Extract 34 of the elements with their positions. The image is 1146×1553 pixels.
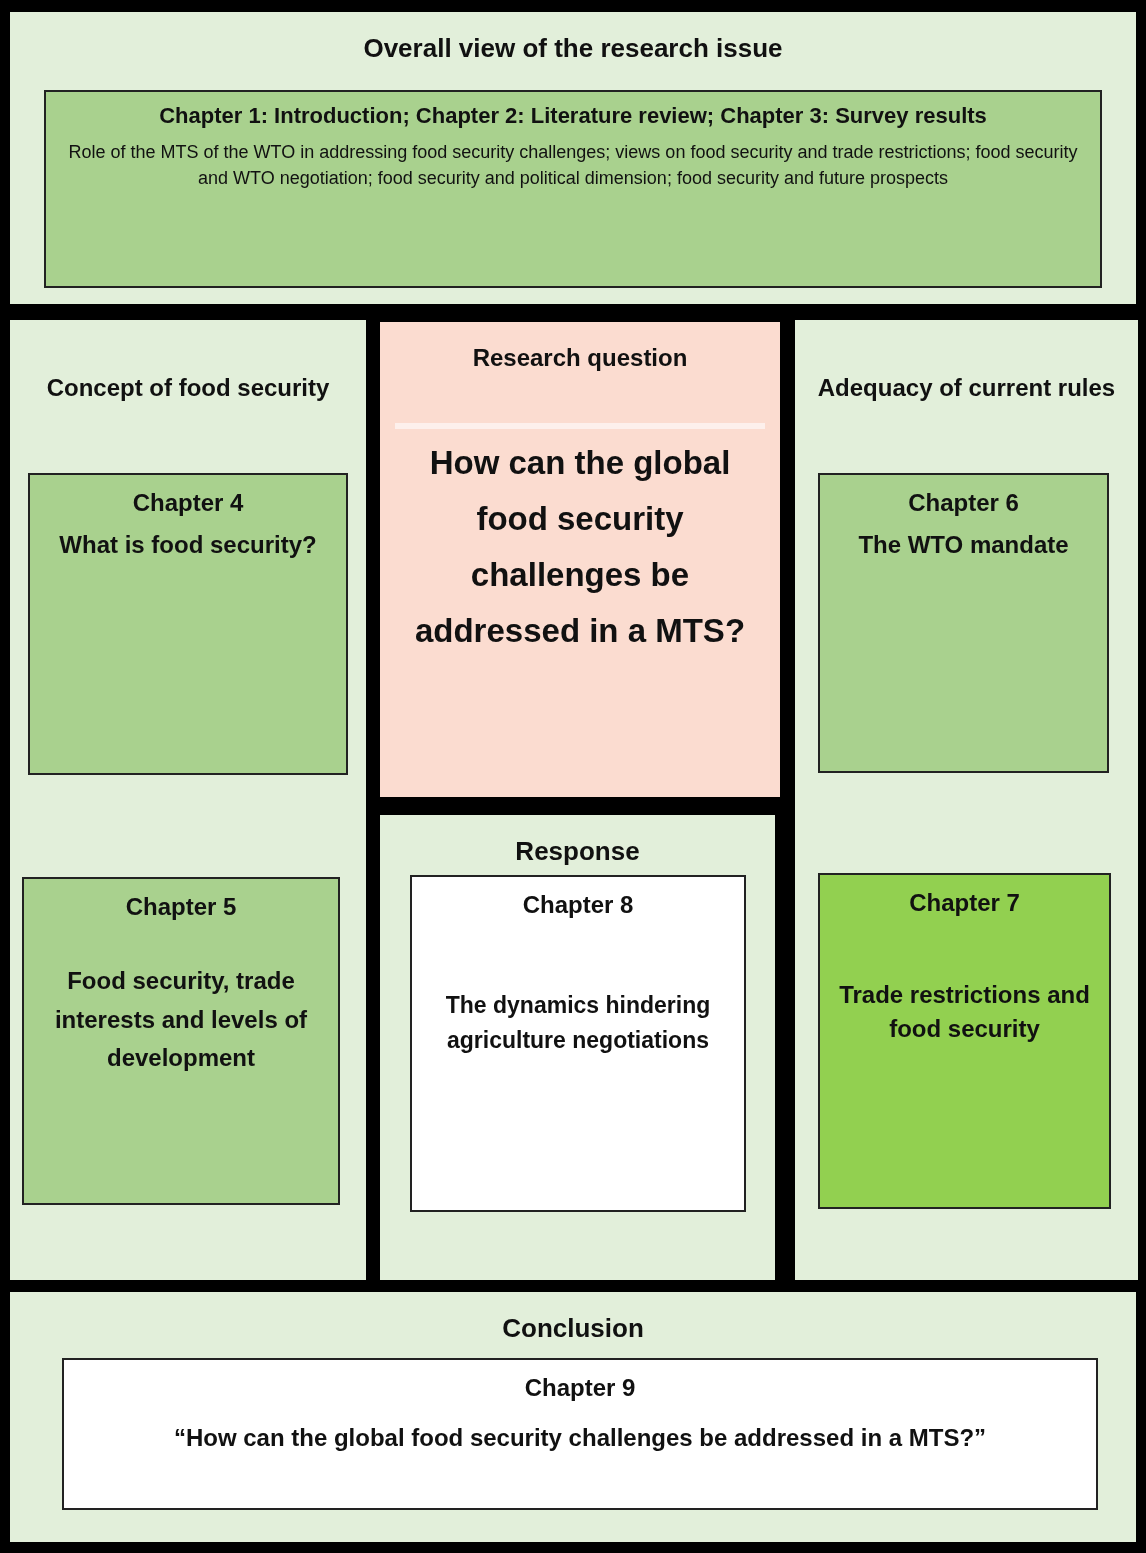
description-text: The WTO mandate: [858, 530, 1069, 561]
description-text: The dynamics hindering agriculture negotiations: [444, 991, 712, 1055]
heading: Research question: [472, 343, 688, 373]
heading: Conclusion: [502, 1312, 644, 1345]
question-text: How can the global food security challenges be addressed in a MTS?: [413, 443, 747, 652]
chapter-box: [818, 873, 1111, 1209]
heading: Concept of food security: [46, 373, 330, 403]
description-text: “How can the global food security challenges be addressed in a MTS?”: [173, 1423, 987, 1454]
heading: Overall view of the research issue: [363, 32, 783, 65]
chapter-box: [22, 877, 340, 1205]
chapter-box: [410, 875, 746, 1212]
heading: Chapter 4: [132, 488, 244, 518]
chapter-box: [62, 1358, 1098, 1510]
section-panel: [10, 320, 366, 1280]
heading: Chapter 9: [524, 1373, 636, 1403]
description-text: Trade restrictions and food security: [838, 980, 1091, 1044]
chapter-box: [44, 90, 1102, 288]
section-panel: [380, 815, 775, 1280]
chapter-box: [818, 473, 1109, 773]
chapter-box: [28, 473, 348, 775]
description-text: Role of the MTS of the WTO in addressing food security challenges; views on food security and trade restrictions; food security and WTO negotiation; food security and political dimension; food security and future prospects: [67, 140, 1079, 190]
heading: Chapter 5: [125, 892, 237, 922]
description-text: Food security, trade interests and levels of development: [53, 966, 309, 1073]
section-panel: [10, 12, 1136, 304]
heading: Chapter 7: [909, 888, 1020, 918]
section-panel: [10, 1292, 1136, 1542]
description-text: What is food security?: [59, 530, 317, 561]
heading: Adequacy of current rules: [817, 373, 1116, 403]
section-panel: [795, 320, 1138, 1280]
heading: Chapter 1: Introduction; Chapter 2: Literature review; Chapter 3: Survey results: [159, 102, 987, 130]
heading: Response: [515, 835, 640, 868]
question-panel: [380, 322, 780, 797]
heading: Chapter 8: [522, 890, 634, 920]
heading: Chapter 6: [908, 488, 1019, 518]
